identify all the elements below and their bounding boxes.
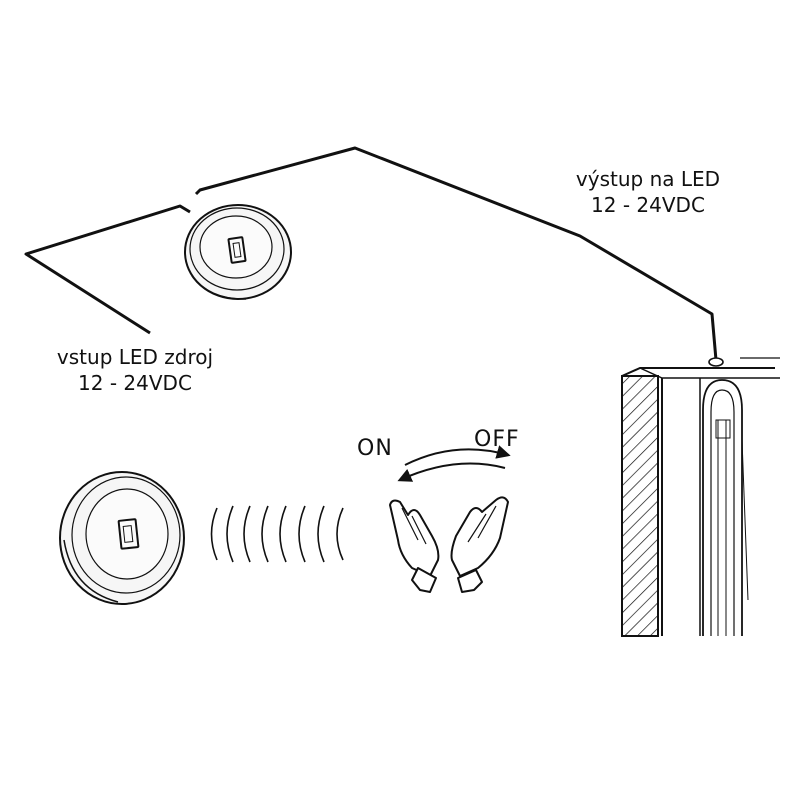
swipe-arrow bbox=[397, 445, 511, 482]
input-label-line1: vstup LED zdroj bbox=[56, 345, 214, 369]
input-label: vstup LED zdroj 12 - 24VDC bbox=[20, 344, 250, 396]
output-label: výstup na LED 12 - 24VDC bbox=[548, 166, 748, 218]
input-wire bbox=[24, 204, 191, 335]
off-label: OFF bbox=[474, 427, 520, 452]
output-label-line1: výstup na LED bbox=[575, 167, 721, 191]
input-label-line2: 12 - 24VDC bbox=[78, 371, 192, 395]
sensor-device-bottom bbox=[59, 471, 185, 605]
hand-gesture-icon bbox=[389, 496, 509, 593]
cabinet-profile bbox=[621, 357, 780, 637]
on-label: ON bbox=[357, 436, 393, 461]
sensor-device-top bbox=[184, 204, 292, 300]
output-label-line2: 12 - 24VDC bbox=[591, 193, 705, 217]
output-wire bbox=[194, 146, 718, 361]
sensor-waves bbox=[210, 505, 344, 563]
